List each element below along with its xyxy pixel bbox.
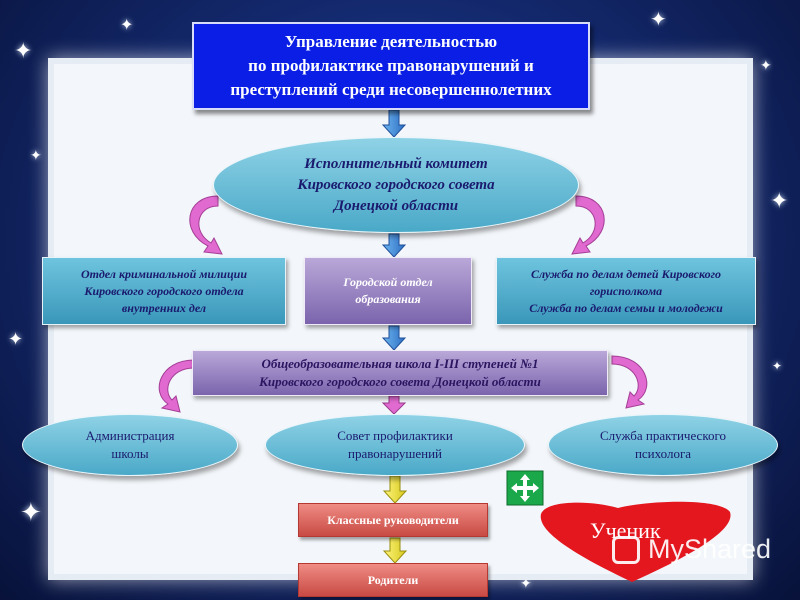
star-decoration: ✦ bbox=[8, 329, 24, 349]
arrow-down-icon bbox=[381, 109, 407, 138]
arrow-down-icon bbox=[381, 233, 407, 258]
management-box: Управление деятельностью по профилактике… bbox=[192, 22, 590, 110]
prevention-council-line: Совет профилактики bbox=[337, 428, 453, 443]
arrow-down-icon bbox=[382, 537, 408, 564]
star-decoration: ✦ bbox=[120, 17, 134, 34]
curved-arrow-icon bbox=[189, 195, 223, 255]
executive-committee-line: Кировского городского совета bbox=[297, 176, 495, 193]
psychologist-service-line: Служба практического bbox=[599, 428, 726, 443]
school-admin-oval: Администрация школы bbox=[22, 414, 238, 476]
police-department-line: Кировского городского отдела bbox=[84, 283, 244, 298]
curved-arrow-icon bbox=[611, 355, 648, 409]
student-label: Ученик bbox=[590, 518, 661, 543]
police-department-line: Отдел криминальной милиции bbox=[80, 266, 248, 281]
arrow-down-icon bbox=[381, 395, 407, 415]
parents-box: Родители bbox=[298, 563, 488, 597]
star-decoration: ✦ bbox=[520, 577, 532, 592]
presentation-logo-icon bbox=[612, 535, 640, 564]
education-department-line: образования bbox=[355, 292, 421, 306]
executive-committee-line: Донецкой области bbox=[333, 197, 459, 214]
star-decoration: ✦ bbox=[760, 59, 772, 74]
watermark-text: MyShared bbox=[648, 534, 772, 564]
class-teachers-label: Классные руководители bbox=[327, 512, 459, 527]
school-line: Кировского городского совета Донецкой об… bbox=[259, 374, 541, 389]
prevention-council-oval: Совет профилактики правонарушений bbox=[265, 414, 525, 476]
psychologist-service-line: психолога bbox=[634, 446, 692, 461]
school-box: Общеобразовательная школа І-ІІІ ступеней… bbox=[192, 350, 608, 396]
education-department-box: Городской отдел образования bbox=[304, 257, 472, 325]
school-line: Общеобразовательная школа І-ІІІ ступеней… bbox=[261, 356, 539, 371]
curved-arrow-icon bbox=[158, 359, 195, 413]
executive-committee-oval: Исполнительный комитет Кировского городс… bbox=[213, 137, 579, 233]
star-decoration: ✦ bbox=[14, 38, 33, 63]
police-department-line: внутренних дел bbox=[121, 300, 207, 315]
executive-committee-line: Исполнительный комитет bbox=[304, 155, 488, 172]
star-decoration: ✦ bbox=[20, 498, 42, 527]
arrow-down-icon bbox=[381, 325, 407, 351]
children-service-line: Служба по делам детей Кировского bbox=[530, 266, 721, 281]
curved-arrow-icon bbox=[571, 195, 605, 255]
watermark: MyShared bbox=[612, 534, 771, 565]
parents-label: Родители bbox=[367, 572, 419, 587]
children-service-line: Служба по делам семьи и молодежи bbox=[529, 300, 723, 315]
children-service-line: горисполкома bbox=[589, 283, 663, 298]
star-decoration: ✦ bbox=[650, 9, 667, 31]
prevention-council-line: правонарушений bbox=[348, 446, 442, 461]
class-teachers-box: Классные руководители bbox=[298, 503, 488, 537]
children-service-box: Служба по делам детей Кировского гориспо… bbox=[496, 257, 756, 325]
move-arrows-icon bbox=[506, 470, 544, 506]
star-decoration: ✦ bbox=[770, 188, 789, 213]
management-line: Управление деятельностью bbox=[284, 32, 498, 51]
police-department-box: Отдел криминальной милиции Кировского го… bbox=[42, 257, 286, 325]
star-decoration: ✦ bbox=[30, 149, 42, 164]
heart-shape bbox=[540, 501, 731, 582]
arrow-down-icon bbox=[382, 475, 408, 504]
psychologist-service-oval: Служба практического психолога bbox=[548, 414, 778, 476]
school-admin-line: школы bbox=[111, 446, 149, 461]
star-decoration: ✦ bbox=[772, 359, 783, 373]
education-department-line: Городской отдел bbox=[343, 275, 433, 289]
management-line: преступлений среди несовершеннолетних bbox=[230, 80, 552, 99]
school-admin-line: Администрация bbox=[85, 428, 175, 443]
management-line: по профилактике правонарушений и bbox=[248, 56, 534, 75]
